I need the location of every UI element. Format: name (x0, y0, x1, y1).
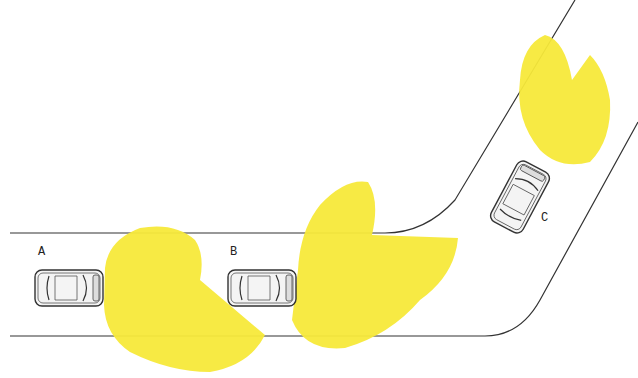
car-label: B (230, 246, 237, 258)
headlight-beam (519, 35, 610, 164)
car-label: A (38, 246, 45, 258)
road-edge (10, 0, 575, 233)
car-label: C (541, 212, 548, 224)
headlight-beam (292, 181, 458, 348)
